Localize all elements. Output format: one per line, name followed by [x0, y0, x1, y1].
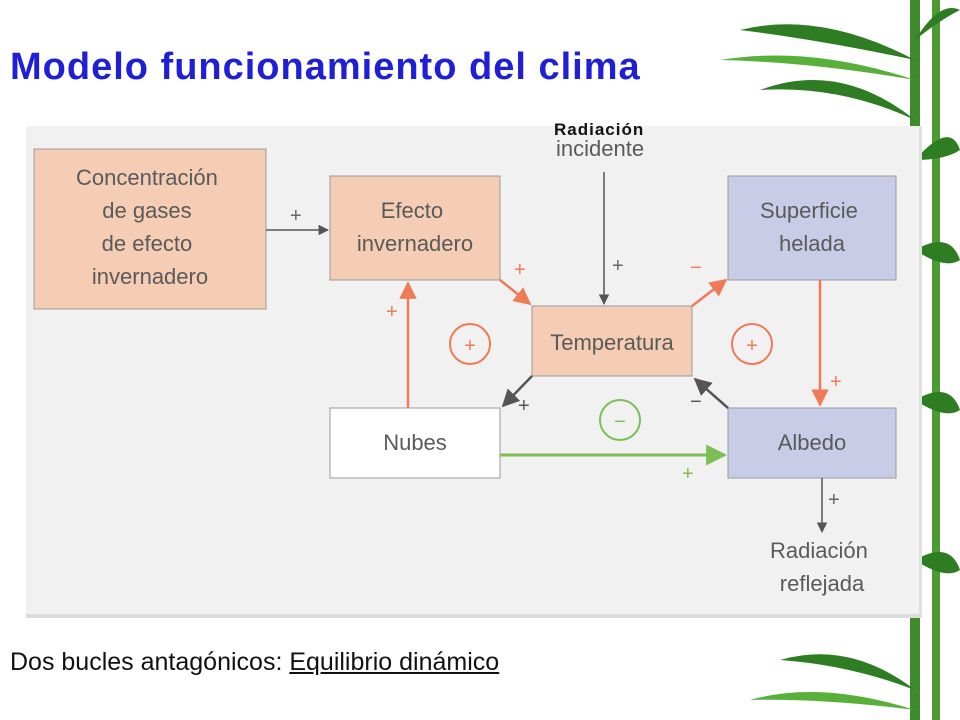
sign-nubes-to-albedo: + — [682, 463, 694, 485]
svg-text:Temperatura: Temperatura — [550, 330, 674, 355]
arrow-temperatura-to-nubes — [501, 375, 533, 408]
incident-radiation-label: incidente — [556, 136, 644, 161]
node-superficie-helada: Superficie helada — [727, 175, 897, 281]
sign-efecto-to-temperatura: + — [514, 259, 526, 281]
svg-text:+: + — [746, 335, 758, 357]
sign-temperatura-to-nubes: + — [518, 395, 530, 417]
sign-temperatura-to-superficie: − — [690, 257, 702, 279]
svg-text:Superficie helada: Superficie helada — [760, 198, 864, 256]
svg-text:Albedo: Albedo — [778, 430, 847, 455]
sign-superficie-to-albedo: + — [830, 371, 842, 393]
sign-albedo-to-temperatura: − — [690, 391, 702, 413]
svg-text:Nubes: Nubes — [383, 430, 447, 455]
footer-prefix: Dos bucles antagónicos: — [10, 648, 283, 676]
node-nubes: Nubes — [329, 407, 501, 479]
svg-text:Radiación reflejada: Radiación reflejada — [770, 538, 874, 596]
sign-gases-to-efecto: + — [290, 205, 302, 227]
sign-albedo-to-reflejada: + — [828, 489, 840, 511]
loop-left-positive: + — [449, 323, 491, 365]
node-efecto-invernadero: Efecto invernadero — [329, 175, 501, 281]
node-gases: Concentración de gases de efecto inverna… — [33, 148, 267, 310]
sign-incident-to-temperatura: + — [612, 255, 624, 277]
arrow-temperatura-to-superficie — [691, 278, 728, 307]
node-temperatura: Temperatura — [531, 305, 693, 377]
svg-text:−: − — [614, 411, 626, 433]
loop-middle-negative: − — [599, 399, 641, 441]
slide-title: Modelo funcionamiento del clima — [10, 46, 641, 88]
node-albedo: Albedo — [727, 407, 897, 479]
svg-text:Efecto invernadero: Efecto invernadero — [357, 198, 473, 256]
arrow-albedo-to-temperatura — [693, 377, 729, 409]
svg-text:+: + — [464, 335, 476, 357]
footer-emphasis: Equilibrio dinámico — [289, 648, 500, 676]
svg-text:Concentración de gases: Concentración de gases de efecto inverna… — [76, 165, 224, 289]
node-radiacion-reflejada: Radiación reflejada — [770, 538, 874, 596]
radiation-overlay-label: Radiación — [554, 120, 645, 139]
sign-nubes-to-efecto: + — [386, 301, 398, 323]
footer-caption: Dos bucles antagónicos: Equilibrio dinám… — [10, 648, 499, 677]
loop-right-positive: + — [731, 323, 773, 365]
arrow-efecto-to-temperatura — [499, 279, 532, 306]
